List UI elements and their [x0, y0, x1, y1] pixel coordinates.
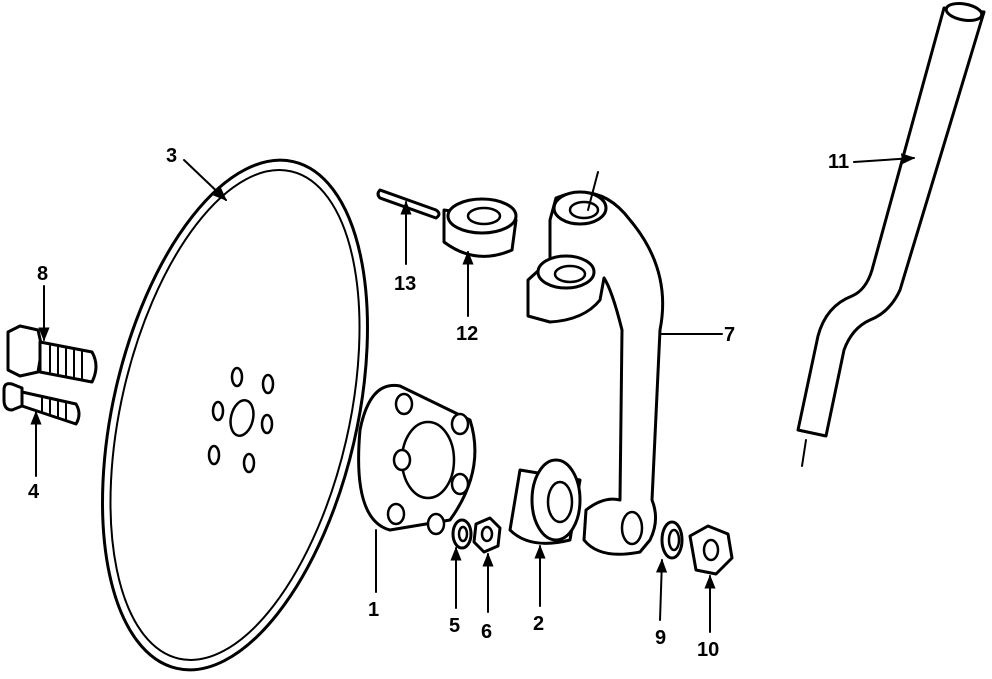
callout-8: 8 — [37, 263, 48, 285]
callout-5: 5 — [449, 615, 460, 637]
callout-4: 4 — [28, 481, 40, 503]
callout-11: 11 — [828, 151, 849, 173]
snap-ring — [660, 520, 684, 560]
callout-7: 7 — [724, 324, 735, 346]
leader-lines — [30, 153, 916, 633]
lock-washer — [451, 518, 473, 550]
pin — [376, 188, 441, 220]
callout-6: 6 — [481, 621, 492, 643]
callout-12: 12 — [456, 323, 478, 345]
callout-2: 2 — [533, 613, 544, 635]
callout-13: 13 — [394, 273, 416, 295]
callout-labels: 3 8 4 13 12 7 11 1 5 6 2 9 10 — [28, 145, 849, 661]
callout-1: 1 — [368, 599, 379, 621]
large-bolt — [6, 324, 98, 384]
arm — [526, 190, 665, 556]
callout-9: 9 — [655, 627, 666, 649]
small-nut — [472, 516, 502, 554]
callout-3: 3 — [166, 145, 177, 167]
bearing — [508, 458, 582, 545]
large-nut — [688, 524, 734, 576]
collar — [442, 197, 518, 258]
small-bolt — [2, 382, 81, 426]
shaft — [796, 2, 986, 467]
hub — [357, 383, 477, 536]
callout-10: 10 — [697, 639, 719, 661]
disc-blade — [101, 158, 369, 672]
